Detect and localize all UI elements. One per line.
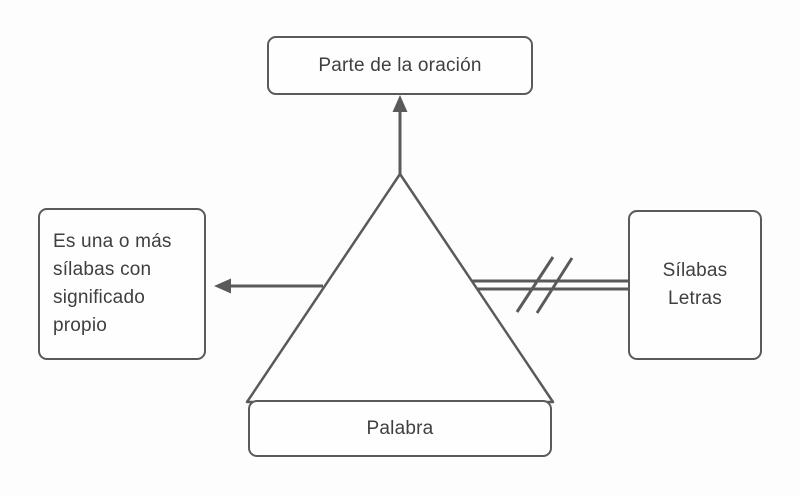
node-definicion-palabra: Es una o más sílabas con significado pro…: [38, 208, 206, 360]
arrow-up-icon: [392, 95, 408, 112]
left-arrow-connector: [214, 278, 323, 294]
node-label: Sílabas Letras: [662, 260, 728, 309]
node-palabra: Palabra: [248, 400, 552, 457]
node-parte-de-la-oracion: Parte de la oración: [267, 36, 533, 95]
arrow-left-icon: [214, 278, 231, 294]
double-line-connector: [472, 279, 628, 291]
node-label: Es una o más sílabas con significado pro…: [53, 231, 172, 336]
inequality-slash-icon: [515, 256, 574, 314]
node-label: Parte de la oración: [318, 54, 482, 76]
up-arrow-connector: [392, 95, 408, 174]
node-silabas-letras: Sílabas Letras: [628, 210, 762, 360]
node-label: Palabra: [366, 417, 434, 439]
